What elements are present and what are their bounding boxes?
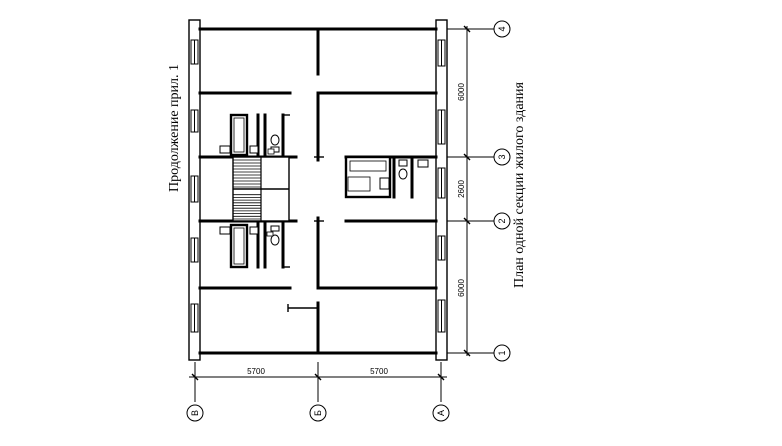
toilet-icon xyxy=(270,134,280,146)
svg-text:4: 4 xyxy=(497,26,507,31)
windows-left xyxy=(190,39,199,333)
appendix-label: Продолжение прил. 1 xyxy=(167,64,182,192)
svg-text:3: 3 xyxy=(497,154,507,159)
svg-text:Б: Б xyxy=(313,410,323,416)
axis-marker-1: 1 xyxy=(493,344,511,362)
dim-width-left: 5700 xyxy=(247,367,265,376)
svg-text:В: В xyxy=(190,410,200,416)
axis-marker-v: В xyxy=(186,404,204,422)
toilet-icon xyxy=(398,168,408,180)
plan-caption: План одной секции жилого здания xyxy=(512,81,527,288)
dimension-depth xyxy=(447,25,494,357)
dim-width-right: 5700 xyxy=(370,367,388,376)
dim-depth-top: 6000 xyxy=(457,83,466,101)
dim-depth-middle: 2600 xyxy=(457,180,466,198)
bathroom-lower-left xyxy=(219,221,290,269)
svg-text:А: А xyxy=(436,410,446,416)
svg-text:1: 1 xyxy=(497,350,507,355)
axis-marker-2: 2 xyxy=(493,212,511,230)
axis-marker-b: Б xyxy=(309,404,327,422)
bathroom-upper-left xyxy=(219,113,290,157)
windows-right xyxy=(437,39,446,333)
bathroom-right xyxy=(344,155,429,199)
svg-text:2: 2 xyxy=(497,218,507,223)
axis-marker-4: 4 xyxy=(493,20,511,38)
axis-marker-a: А xyxy=(432,404,450,422)
dim-depth-bottom: 6000 xyxy=(457,279,466,297)
axis-marker-3: 3 xyxy=(493,148,511,166)
toilet-icon xyxy=(270,234,280,246)
staircase xyxy=(232,156,290,222)
dimension-width xyxy=(189,362,447,402)
